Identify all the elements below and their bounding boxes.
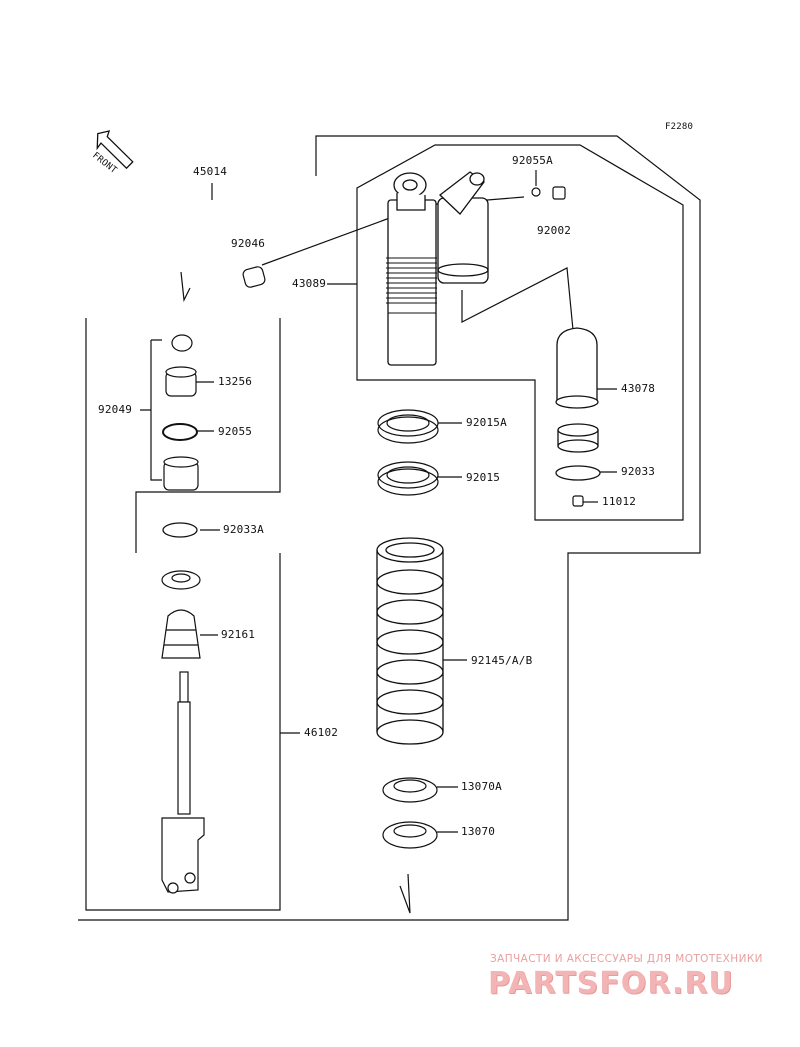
label-92002: 92002 bbox=[537, 224, 572, 237]
label-92033A: 92033A bbox=[223, 523, 264, 536]
reservoir-cap bbox=[555, 327, 599, 453]
label-13070: 13070 bbox=[461, 825, 496, 838]
piston-rod bbox=[161, 671, 205, 894]
spring-seat-13070A bbox=[382, 777, 438, 803]
reservoir-frame-line bbox=[356, 144, 684, 521]
coil-spring bbox=[376, 537, 444, 745]
label-92046: 92046 bbox=[231, 237, 266, 250]
bushing-lower bbox=[163, 456, 199, 491]
label-92015: 92015 bbox=[466, 471, 501, 484]
label-11012: 11012 bbox=[602, 495, 637, 508]
oring-92033A bbox=[162, 522, 198, 538]
oring-92033 bbox=[555, 465, 601, 481]
washer bbox=[161, 570, 201, 590]
outer-frame-line bbox=[78, 135, 701, 921]
nut-92046 bbox=[242, 266, 266, 288]
fittings bbox=[531, 186, 566, 200]
label-92055: 92055 bbox=[218, 425, 253, 438]
label-13070A: 13070A bbox=[461, 780, 502, 793]
damper-frame-line bbox=[85, 318, 281, 911]
reservoir-head bbox=[437, 171, 489, 284]
damper-frame-line-upper bbox=[135, 318, 281, 553]
label-46102: 46102 bbox=[304, 726, 339, 739]
label-43078: 43078 bbox=[621, 382, 656, 395]
oring-92055 bbox=[162, 423, 198, 441]
watermark-logo: PARTSFOR.RU bbox=[488, 966, 734, 1001]
figure-code: F2280 bbox=[665, 122, 694, 132]
label-92033: 92033 bbox=[621, 465, 656, 478]
valve-11012 bbox=[572, 495, 584, 507]
shock-body bbox=[386, 172, 437, 366]
label-92015A: 92015A bbox=[466, 416, 507, 429]
label-92145: 92145/A/B bbox=[471, 654, 533, 667]
locknut-92015 bbox=[377, 461, 439, 496]
bushing-13256 bbox=[165, 366, 197, 397]
label-92161: 92161 bbox=[221, 628, 256, 641]
front-arrow-icon bbox=[96, 130, 134, 170]
locknut-92015A bbox=[377, 409, 439, 444]
label-92055A: 92055A bbox=[512, 154, 553, 167]
nut-top bbox=[171, 334, 193, 352]
watermark-tagline: ЗАПЧАСТИ И АКСЕССУАРЫ ДЛЯ МОТОТЕХНИКИ bbox=[490, 953, 763, 965]
spring-seat-13070 bbox=[382, 821, 438, 849]
bumper-92161 bbox=[161, 609, 201, 659]
label-43089: 43089 bbox=[292, 277, 327, 290]
label-45014: 45014 bbox=[193, 165, 228, 178]
label-13256: 13256 bbox=[218, 375, 253, 388]
label-92049: 92049 bbox=[98, 403, 133, 416]
